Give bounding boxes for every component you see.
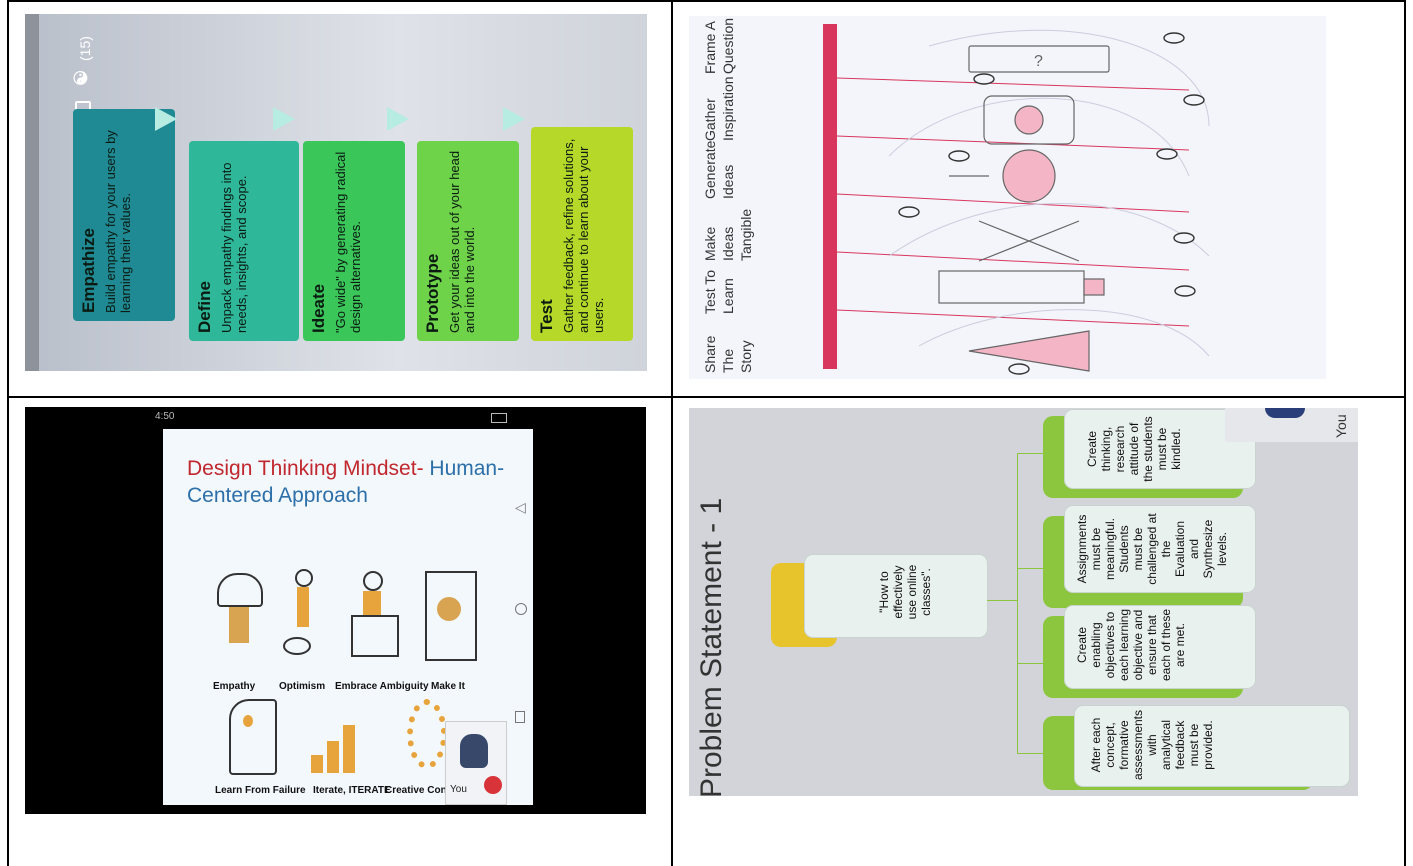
iterate-icon	[309, 707, 357, 773]
step-text: Build empathy for your users by learning…	[103, 130, 133, 313]
stage-share: Share The Story	[701, 313, 755, 373]
stage-line1: Gather	[702, 98, 718, 141]
accent-bar	[823, 24, 837, 369]
design-steps-screenshot: 🔈 ☯ (15) Empathize Build empathy for you…	[25, 14, 647, 371]
statement-text: Assignments must be meaningful. Students…	[1075, 513, 1229, 585]
battery-icon	[491, 413, 507, 423]
problem-title: Problem Statement - 1	[695, 497, 728, 796]
stage-line1: Test To	[702, 269, 718, 314]
problem-screenshot: Problem Statement - 1 "How to effectivel…	[689, 408, 1358, 796]
mindset-screenshot: 4:50 Design Thinking Mindset- Human-Cent…	[25, 407, 646, 814]
status-time: 4:50	[155, 411, 175, 422]
nav-home-icon[interactable]	[515, 603, 527, 615]
step-title: Define	[195, 281, 214, 333]
arrow-icon	[387, 107, 409, 131]
question-box: "How to effectively use online classes".	[805, 555, 987, 637]
step-define: Define Unpack empathy findings into need…	[189, 141, 299, 341]
statement-text: After each concept, formative assessment…	[1089, 709, 1215, 781]
question-text: "How to effectively use online classes".	[877, 564, 933, 620]
step-text: Gather feedback, refine solutions, and c…	[561, 138, 606, 333]
you-label: You	[450, 784, 467, 795]
title-blue: Human-Centered Approach	[187, 457, 505, 507]
step-empathize: Empathize Build empathy for your users b…	[73, 109, 175, 321]
statement-text: Create thinking, research attitude of th…	[1085, 416, 1183, 482]
stage-line2: Ideas	[720, 164, 736, 199]
statement-text: Create enabling objectives to each learn…	[1075, 608, 1187, 682]
step-text: Unpack empathy findings into needs, insi…	[219, 162, 249, 333]
process-diagram: ?	[836, 29, 1210, 375]
you-label: You	[1333, 414, 1349, 438]
optimism-icon	[283, 563, 323, 655]
nav-recent-icon[interactable]	[515, 711, 525, 723]
stage-frame: Frame A Question	[701, 16, 737, 74]
ambiguity-icon	[349, 565, 399, 657]
stage-test: Test To Learn	[701, 254, 737, 314]
statement-box: After each concept, formative assessment…	[1075, 706, 1349, 786]
statement-box: Create thinking, research attitude of th…	[1065, 410, 1255, 488]
item-label: Creative Confide	[385, 785, 465, 796]
mic-off-icon[interactable]	[484, 776, 502, 794]
stage-line2: Question	[720, 17, 736, 74]
step-ideate: Ideate "Go wide" by generating radical d…	[303, 141, 405, 341]
stage-gather: Gather Inspiration	[701, 76, 737, 141]
stage-line2: Story	[738, 340, 754, 373]
item-label: Learn From Failure	[215, 785, 306, 796]
step-title: Empathize	[79, 227, 98, 313]
connector	[1017, 753, 1043, 754]
item-label: Iterate, ITERATE	[313, 785, 391, 796]
step-text: Get your ideas out of your head and into…	[447, 150, 477, 333]
connector	[1017, 663, 1043, 664]
stage-line2: Learn	[720, 278, 736, 314]
item-label: Optimism	[279, 681, 326, 692]
slide-title: Design Thinking Mindset- Human-Centered …	[187, 455, 517, 509]
self-video-tile[interactable]: You	[445, 721, 507, 805]
step-title: Ideate	[309, 283, 328, 333]
stage-make: Make Ideas Tangible	[701, 201, 755, 261]
title-red: Design Thinking Mindset-	[187, 457, 424, 480]
stage-line2: Inspiration	[720, 76, 736, 141]
step-title: Prototype	[423, 253, 442, 333]
screen-edge	[25, 14, 39, 371]
stage-line1: Frame A	[702, 21, 718, 74]
nav-back-icon[interactable]: ◁	[515, 499, 526, 515]
avatar	[1265, 408, 1305, 418]
arrow-icon	[273, 107, 295, 131]
avatar	[460, 734, 488, 768]
item-label: Make It	[431, 681, 465, 692]
statement-box: Assignments must be meaningful. Students…	[1065, 506, 1255, 592]
connector	[1017, 453, 1018, 753]
stage-line1: Make Ideas	[702, 226, 736, 261]
process-screenshot: ? Frame A Question Gather Inspiration Ge…	[689, 16, 1326, 379]
step-text: "Go wide" by generating radical design a…	[333, 151, 363, 333]
statement-box: Create enabling objectives to each learn…	[1065, 606, 1255, 688]
step-title: Test	[537, 299, 556, 333]
reactions-icon[interactable]: ☯	[71, 69, 91, 86]
confidence-icon	[407, 699, 447, 769]
stage-generate: Generate Ideas	[701, 139, 737, 199]
connector	[987, 600, 1017, 601]
make-it-icon	[425, 571, 477, 661]
empathy-icon	[213, 567, 263, 647]
step-test: Test Gather feedback, refine solutions, …	[531, 127, 633, 341]
stage-line2: Tangible	[738, 208, 754, 261]
stage-line1: Generate	[702, 140, 718, 199]
item-label: Empathy	[213, 681, 256, 692]
item-label: Embrace Ambiguity	[335, 681, 429, 692]
arrow-icon	[503, 107, 525, 131]
connector	[1017, 568, 1043, 569]
participant-count: (15)	[77, 36, 93, 61]
self-video-tile[interactable]: You	[1225, 408, 1358, 442]
connector	[1017, 453, 1043, 454]
svg-text:?: ?	[1034, 53, 1043, 70]
arrow-icon	[155, 107, 177, 131]
learn-icon	[229, 699, 277, 775]
stage-line1: Share The	[702, 335, 736, 373]
step-prototype: Prototype Get your ideas out of your hea…	[417, 141, 519, 341]
